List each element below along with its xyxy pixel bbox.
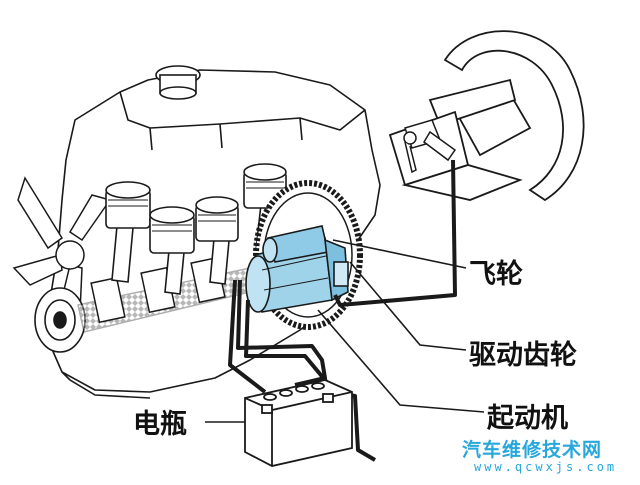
watermark-title: 汽车维修技术网 <box>462 439 603 461</box>
label-flywheel: 飞轮 <box>469 259 523 290</box>
label-starter-motor: 起动机 <box>487 403 568 434</box>
leader-lines <box>205 239 485 423</box>
steering-wheel <box>388 30 585 202</box>
leader-starter <box>317 309 485 413</box>
oil-filler-cap <box>155 65 201 100</box>
label-battery: 电瓶 <box>133 409 187 440</box>
wiring <box>228 159 457 462</box>
leader-drive-gear <box>349 261 467 351</box>
battery <box>244 379 353 467</box>
watermark-url: www.qcwxjs.com <box>474 460 618 474</box>
ignition-switch <box>403 119 457 174</box>
label-drive-gear: 驱动齿轮 <box>469 340 577 371</box>
leader-flywheel <box>332 239 467 269</box>
crank-pulley <box>34 287 86 353</box>
starter-motor <box>245 225 349 313</box>
